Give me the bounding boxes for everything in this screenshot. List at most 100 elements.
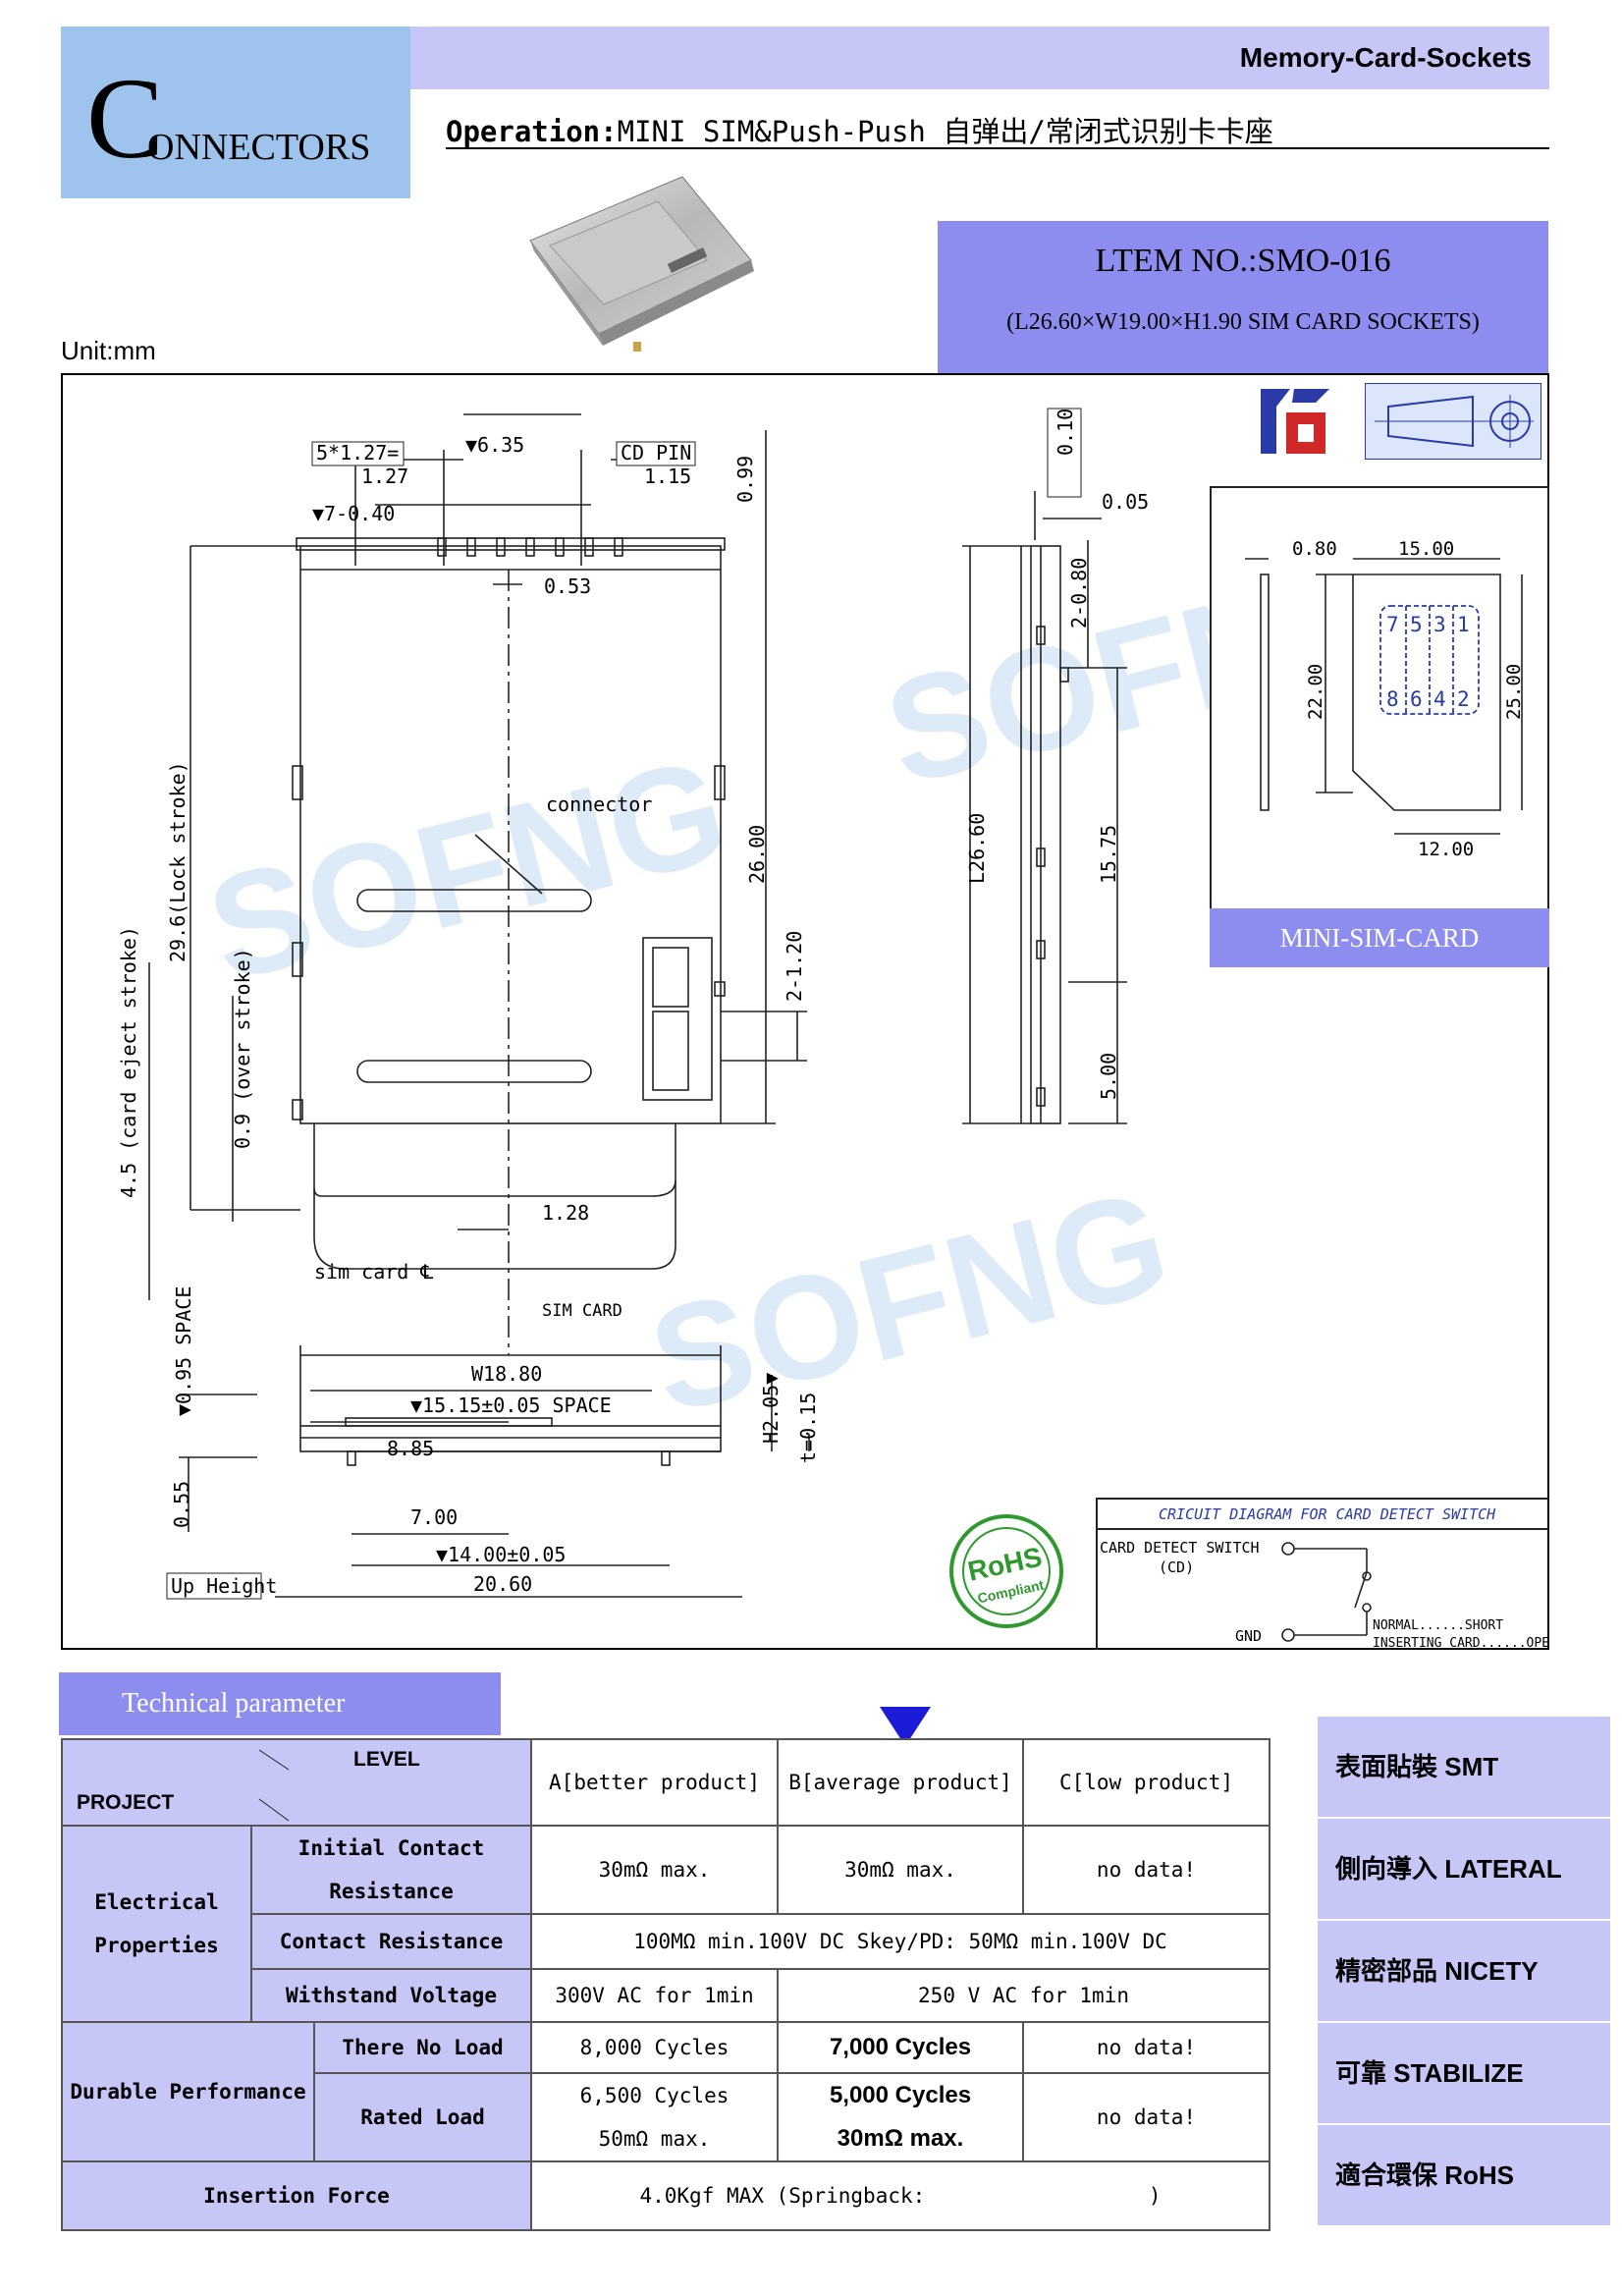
col-a-header: A[better product] — [530, 1738, 779, 1827]
top-height: 0.99 — [733, 456, 757, 503]
no-load-b: 7,000 Cycles — [777, 2021, 1024, 2074]
circuit-inserting: INSERTING CARD......OPEN — [1373, 1636, 1549, 1650]
electrical-label: Electrical Properties — [61, 1825, 252, 2023]
category-title: Memory-Card-Sockets — [1239, 42, 1532, 73]
bottom-height: H2.05▼ — [759, 1373, 783, 1444]
sim-pin-5: 5 — [1410, 613, 1423, 636]
pitch-sub: 1.27 — [361, 465, 408, 488]
side-view-outline — [1030, 545, 1061, 1124]
sim-pin-1: 1 — [1457, 613, 1470, 636]
contact-res-value: 100MΩ min.100V DC Skey/PD: 50MΩ min.100V… — [530, 1913, 1271, 1970]
section-title: Technical parameter — [59, 1672, 501, 1735]
sim-outline — [1352, 574, 1501, 811]
sim-pin-4: 4 — [1433, 687, 1446, 711]
side-length: L26.60 — [965, 813, 989, 884]
insertion-label: Insertion Force — [61, 2160, 532, 2231]
sim-width-bottom: 12.00 — [1418, 839, 1474, 860]
sim-width-top: 15.00 — [1398, 538, 1454, 560]
product-photo — [529, 176, 754, 352]
sim-height-right: 25.00 — [1503, 664, 1525, 720]
circuit-cd: (CD) — [1159, 1558, 1194, 1576]
col-c-header: C[low product] — [1022, 1738, 1271, 1827]
item-number-box: LTEM NO.:SMO-016 (L26.60×W19.00×H1.90 SI… — [938, 221, 1548, 373]
socket-outline — [299, 545, 722, 1124]
circuit-diagram: CRICUIT DIAGRAM FOR CARD DETECT SWITCH C… — [1100, 1505, 1549, 1650]
switch-dim: 2-1.20 — [783, 931, 806, 1002]
category-band — [410, 27, 1549, 89]
over-stroke: 0.9 (over stroke) — [231, 948, 254, 1149]
bottom-width: W18.80 — [471, 1362, 542, 1386]
level-label: LEVEL — [353, 1748, 420, 1771]
bottom-total: 20.60 — [473, 1572, 532, 1596]
project-label: PROJECT — [77, 1791, 175, 1814]
init-c: no data! — [1022, 1825, 1271, 1915]
up-offset: 0.55 — [170, 1481, 193, 1528]
insertion-value: 4.0Kgf MAX (Springback: ) — [530, 2160, 1271, 2231]
projection-symbol-icon — [1365, 383, 1541, 460]
sim-pin-7: 7 — [1386, 613, 1399, 636]
side-thickness: 0.10 — [1054, 409, 1077, 456]
init-contact-label: Initial Contact Resistance — [250, 1825, 532, 1915]
bottom-thickness: t=0.15 — [796, 1393, 820, 1463]
tag-stabilize: 可靠 STABILIZE — [1318, 2023, 1610, 2123]
center-offset: 0.53 — [544, 574, 591, 598]
tag-nicety: 精密部品 NICETY — [1318, 1921, 1610, 2021]
eject-stroke: 4.5 (card eject stroke) — [117, 926, 140, 1198]
sim-pin-3: 3 — [1433, 613, 1446, 636]
circuit-switch: CARD DETECT SWITCH — [1100, 1539, 1260, 1557]
peg-offset: 7.00 — [410, 1505, 458, 1529]
title-underline — [446, 147, 1549, 149]
unit-label: Unit:mm — [61, 336, 156, 365]
sim-card-outline — [313, 1123, 676, 1270]
cd-offset: 1.15 — [644, 465, 691, 488]
bottom-half: 8.85 — [387, 1437, 434, 1460]
init-b: 30mΩ max. — [777, 1825, 1024, 1915]
item-dimensions: (L26.60×W19.00×H1.90 SIM CARD SOCKETS) — [1006, 309, 1480, 335]
col-b-header: B[average product] — [777, 1738, 1024, 1827]
mini-sim-drawing: 7 5 3 1 8 6 4 2 15.00 0.80 22.00 25.00 1… — [1245, 538, 1525, 860]
sim-pin-8: 8 — [1386, 687, 1399, 711]
circuit-normal: NORMAL......SHORT — [1373, 1618, 1503, 1633]
brand-logo-icon — [1261, 389, 1329, 454]
sim-height-left: 22.00 — [1305, 664, 1326, 720]
span-label: ▼6.35 — [465, 433, 524, 457]
operation-title: Operation:MINI SIM&Push-Push 自弹出/常闭式识别卡卡… — [446, 115, 1273, 148]
side-offset: 0.05 — [1102, 490, 1149, 514]
withstand-label: Withstand Voltage — [250, 1968, 532, 2023]
no-load-label: There No Load — [313, 2021, 532, 2074]
logo-text: ONNECTORS — [147, 127, 371, 168]
pin-width: ▼7-0.40 — [312, 502, 395, 525]
durable-label: Durable Performance — [61, 2021, 315, 2162]
tag-rohs: 適合環保 RoHS — [1318, 2125, 1610, 2225]
tag-lateral: 側向導入 LATERAL — [1318, 1819, 1610, 1919]
tag-smt: 表面貼裝 SMT — [1318, 1717, 1610, 1817]
peg-span: ▼14.00±0.05 — [436, 1543, 566, 1566]
init-a: 30mΩ max. — [530, 1825, 779, 1915]
card-offset: 1.28 — [542, 1201, 589, 1225]
side-bottom: 5.00 — [1097, 1053, 1120, 1100]
sim-edge: 0.80 — [1292, 538, 1337, 560]
rohs-badge-icon: RoHS Compliant — [949, 1514, 1063, 1628]
sim-pin-2: 2 — [1457, 687, 1470, 711]
no-load-c: no data! — [1022, 2021, 1271, 2074]
technical-drawing — [61, 373, 1549, 1650]
withstand-a: 300V AC for 1min — [530, 1968, 779, 2023]
logo-letter: C — [86, 54, 164, 183]
rated-c: no data! — [1022, 2072, 1271, 2162]
no-load-a: 8,000 Cycles — [530, 2021, 779, 2074]
side-slot: 2-0.80 — [1067, 558, 1091, 629]
sim-card-text: SIM CARD — [542, 1301, 622, 1321]
drawing-views: 5*1.27= 1.27 ▼7-0.40 ▼6.35 CD PIN 1.15 0… — [117, 408, 1149, 1600]
bottom-space: ▼15.15±0.05 SPACE — [410, 1394, 612, 1417]
length-dim: 26.00 — [745, 825, 769, 884]
mini-sim-caption: MINI-SIM-CARD — [1210, 908, 1549, 967]
circuit-gnd: GND — [1235, 1627, 1262, 1645]
cd-pin-label: CD PIN — [621, 441, 691, 465]
circuit-panel — [1096, 1498, 1549, 1650]
connector-label: connector — [546, 793, 652, 816]
logo-box — [61, 27, 410, 198]
sim-card-label: sim card ℄ — [314, 1260, 433, 1284]
header-corner: LEVEL PROJECT — [61, 1738, 532, 1827]
